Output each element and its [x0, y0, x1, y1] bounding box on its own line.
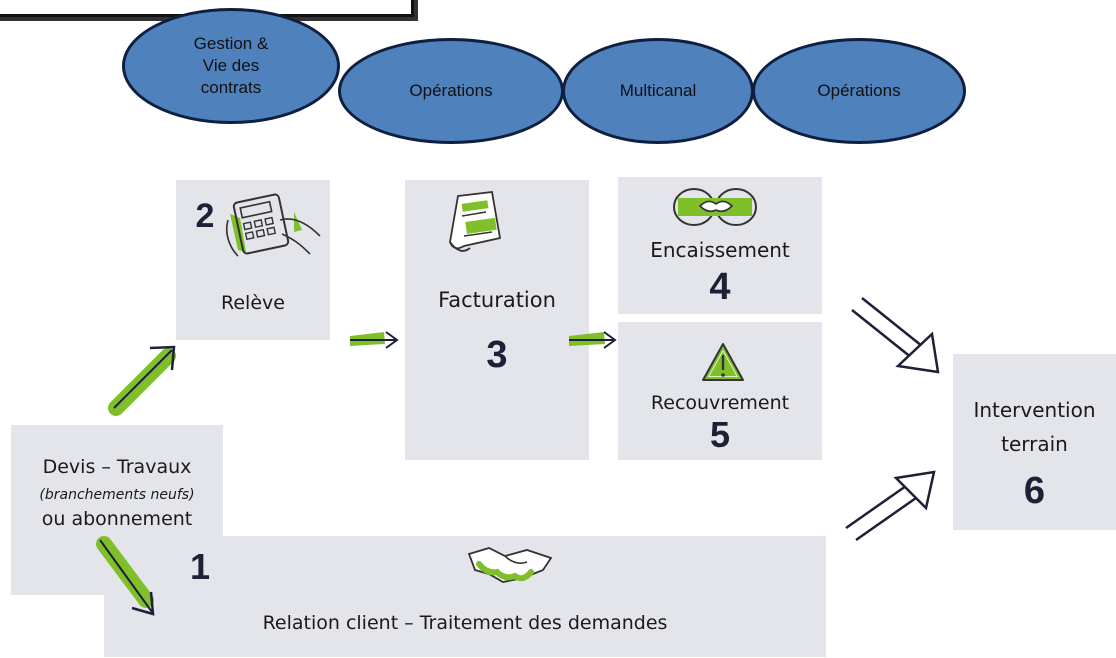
domain-pill-gestion: Gestion & Vie des contrats [122, 8, 340, 124]
step-number-3: 3 [486, 334, 508, 376]
step-number-1: 1 [189, 546, 211, 587]
domain-pill-operations-1: Opérations [338, 38, 564, 144]
step-box-relation [104, 536, 826, 657]
handshake-money-icon [673, 188, 757, 226]
step-label-devis-line2: (branchements neufs) [39, 487, 195, 503]
handshake-icon [467, 547, 553, 583]
arrow-devis-to-relation [96, 536, 155, 616]
step-label-recouvrement: Recouvrement [650, 392, 790, 414]
domain-pill-operations-2: Opérations [752, 38, 966, 144]
step-label-relation: Relation client – Traitement des demande… [262, 612, 668, 634]
step-label-facturation: Facturation [438, 288, 556, 312]
step-label-intervention-line1: Intervention [973, 398, 1096, 422]
step-label-encaissement: Encaissement [650, 238, 790, 262]
step-label-devis-line1: Devis – Travaux [42, 456, 192, 478]
step-label-devis-line3: ou abonnement [41, 508, 193, 530]
step-number-5: 5 [709, 414, 731, 455]
step-number-6: 6 [1023, 470, 1046, 512]
step-label-intervention-line2: terrain [1001, 432, 1068, 456]
calculator-icon [225, 193, 321, 257]
warning-icon [702, 343, 744, 381]
step-box-recouvrement [618, 322, 822, 460]
invoice-icon [449, 191, 502, 252]
arrow-devis-to-releve [108, 345, 176, 416]
arrow-to-intervention-from-bottom [845, 470, 936, 542]
arrow-to-intervention-from-top [851, 297, 940, 374]
step-number-4: 4 [709, 266, 731, 308]
arrow-facturation-to-recouvrement [569, 331, 617, 349]
arrow-releve-to-facturation [350, 331, 399, 349]
step-number-2: 2 [195, 197, 215, 235]
step-box-intervention [953, 354, 1116, 530]
step-label-releve: Relève [221, 292, 285, 314]
step-box-releve [176, 180, 330, 340]
